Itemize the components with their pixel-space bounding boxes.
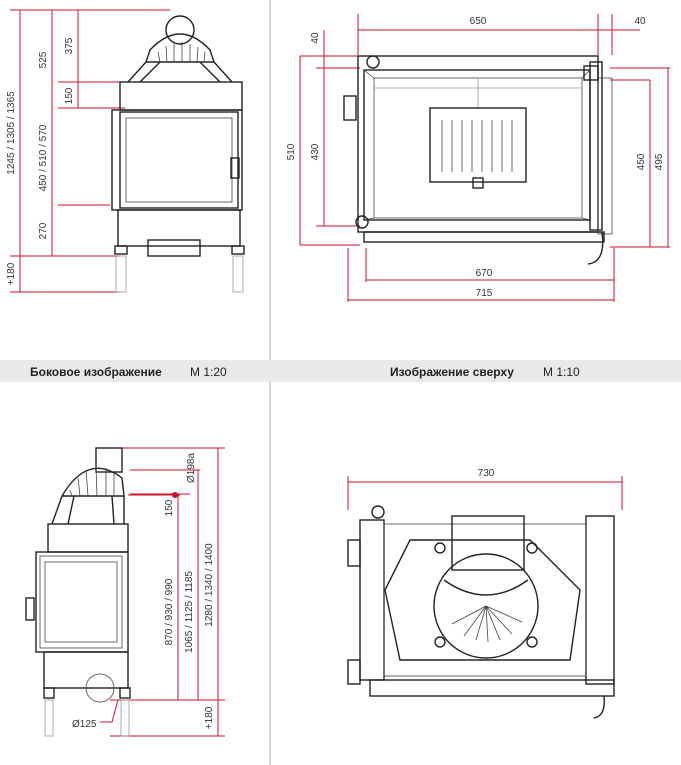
dim-label-180: +180 <box>204 706 215 729</box>
leg-extension-left <box>115 255 127 293</box>
grate <box>429 107 527 183</box>
dim-label-495: 495 <box>654 153 665 170</box>
bolt-icon <box>526 542 538 554</box>
bottom-view: 730 <box>347 468 623 719</box>
leg-extension-right <box>120 699 130 737</box>
side-lug <box>347 659 361 685</box>
dome-supports <box>51 495 125 525</box>
door-frame <box>39 555 123 649</box>
bolt-icon <box>526 636 538 648</box>
base <box>43 651 129 689</box>
firebox-body <box>35 551 129 653</box>
flue-collar <box>165 15 195 45</box>
corner-line <box>363 217 375 221</box>
dim-label-150: 150 <box>164 499 175 516</box>
leg-extension-right <box>232 255 244 293</box>
dome-ribs <box>157 42 206 63</box>
base <box>117 209 241 247</box>
dim-label-40-left: 40 <box>310 32 321 44</box>
door-handle-curve <box>587 231 604 265</box>
dim-label-1065: 1065 / 1125 / 1185 <box>184 571 195 653</box>
air-inlet <box>85 673 115 703</box>
dim-label-270: 270 <box>38 222 49 239</box>
corner-line <box>581 217 591 221</box>
leader-line <box>100 699 119 723</box>
octagon-plate <box>384 539 581 661</box>
convection-dome <box>145 33 215 63</box>
door-frame <box>119 111 239 209</box>
dim-label-715: 715 <box>476 288 493 299</box>
convection-dome <box>60 467 125 497</box>
door-rail <box>589 61 603 231</box>
dim-label-870: 870 / 930 / 990 <box>164 578 175 645</box>
corner-line <box>363 69 375 79</box>
dim-label-450: 450 <box>636 153 647 170</box>
top-view: 650 40 40 510 430 450 495 670 715 <box>286 14 670 302</box>
dim-label-198: Ø198a <box>186 453 197 483</box>
dome-curve <box>443 579 529 596</box>
dim-label-total: 1245 / 1305 / 1365 <box>6 91 17 175</box>
right-rail <box>585 515 615 685</box>
firebox-inner-wall <box>363 69 591 221</box>
body-outline <box>383 523 587 677</box>
dim-label-1280: 1280 / 1340 / 1400 <box>204 543 215 627</box>
side-view: 1245 / 1305 / 1365 525 375 150 450 / 510… <box>6 9 245 293</box>
side-lug <box>347 539 361 567</box>
bolt-icon <box>434 542 446 554</box>
flue-channel <box>451 515 525 571</box>
dim-label-450: 450 / 510 / 570 <box>38 124 49 191</box>
bolt-icon <box>366 55 380 69</box>
firebox-body <box>111 109 243 211</box>
hood <box>119 81 243 111</box>
top-view-scale: M 1:10 <box>543 365 580 379</box>
dim-label-430: 430 <box>310 143 321 160</box>
dim-label-40-top: 40 <box>634 16 646 27</box>
dim-label-180: +180 <box>6 262 17 285</box>
door-glass <box>44 561 118 643</box>
front-view: Ø198a 150 870 / 930 / 990 1065 / 1125 / … <box>25 447 225 737</box>
door-handle <box>25 597 35 621</box>
foot-right <box>119 687 131 699</box>
front-trim <box>363 231 605 243</box>
ref-dot <box>172 492 178 498</box>
ash-drawer <box>147 239 201 257</box>
side-lug <box>343 95 357 121</box>
grate-lever <box>472 177 484 189</box>
front-trim <box>369 679 615 697</box>
door-handle-curve <box>593 695 605 719</box>
dim-label-510: 510 <box>286 143 297 160</box>
dome-ribs <box>451 605 523 643</box>
corner-line <box>581 69 591 79</box>
flue-collar <box>95 447 123 473</box>
dim-label-125: Ø125 <box>72 719 97 730</box>
dim-label-650: 650 <box>470 16 487 27</box>
side-view-caption: Боковое изображение <box>30 365 162 379</box>
bolt-icon <box>371 505 385 519</box>
leg-extension-left <box>44 699 54 737</box>
left-rail <box>359 519 385 681</box>
caption-bar <box>0 360 681 382</box>
door-panel <box>597 77 613 235</box>
door-handle <box>230 157 240 179</box>
side-view-scale: M 1:20 <box>190 365 227 379</box>
foot-left <box>114 245 128 255</box>
dome-ribs <box>69 465 115 497</box>
dim-label-525: 525 <box>38 51 49 68</box>
dim-label-670: 670 <box>476 268 493 279</box>
dome-circle <box>433 553 539 659</box>
bolt-icon <box>434 636 446 648</box>
dome-supports <box>127 61 233 83</box>
hinge <box>583 65 599 81</box>
foot-right <box>231 245 245 255</box>
top-view-caption: Изображение сверху <box>390 365 514 379</box>
dim-label-150: 150 <box>64 87 75 104</box>
dim-label-375: 375 <box>64 37 75 54</box>
bolt-icon <box>355 215 369 229</box>
door-glass <box>125 117 233 203</box>
grate-bars <box>441 120 513 172</box>
dim-label-730: 730 <box>478 468 495 479</box>
foot-left <box>43 687 55 699</box>
hood <box>47 523 129 553</box>
